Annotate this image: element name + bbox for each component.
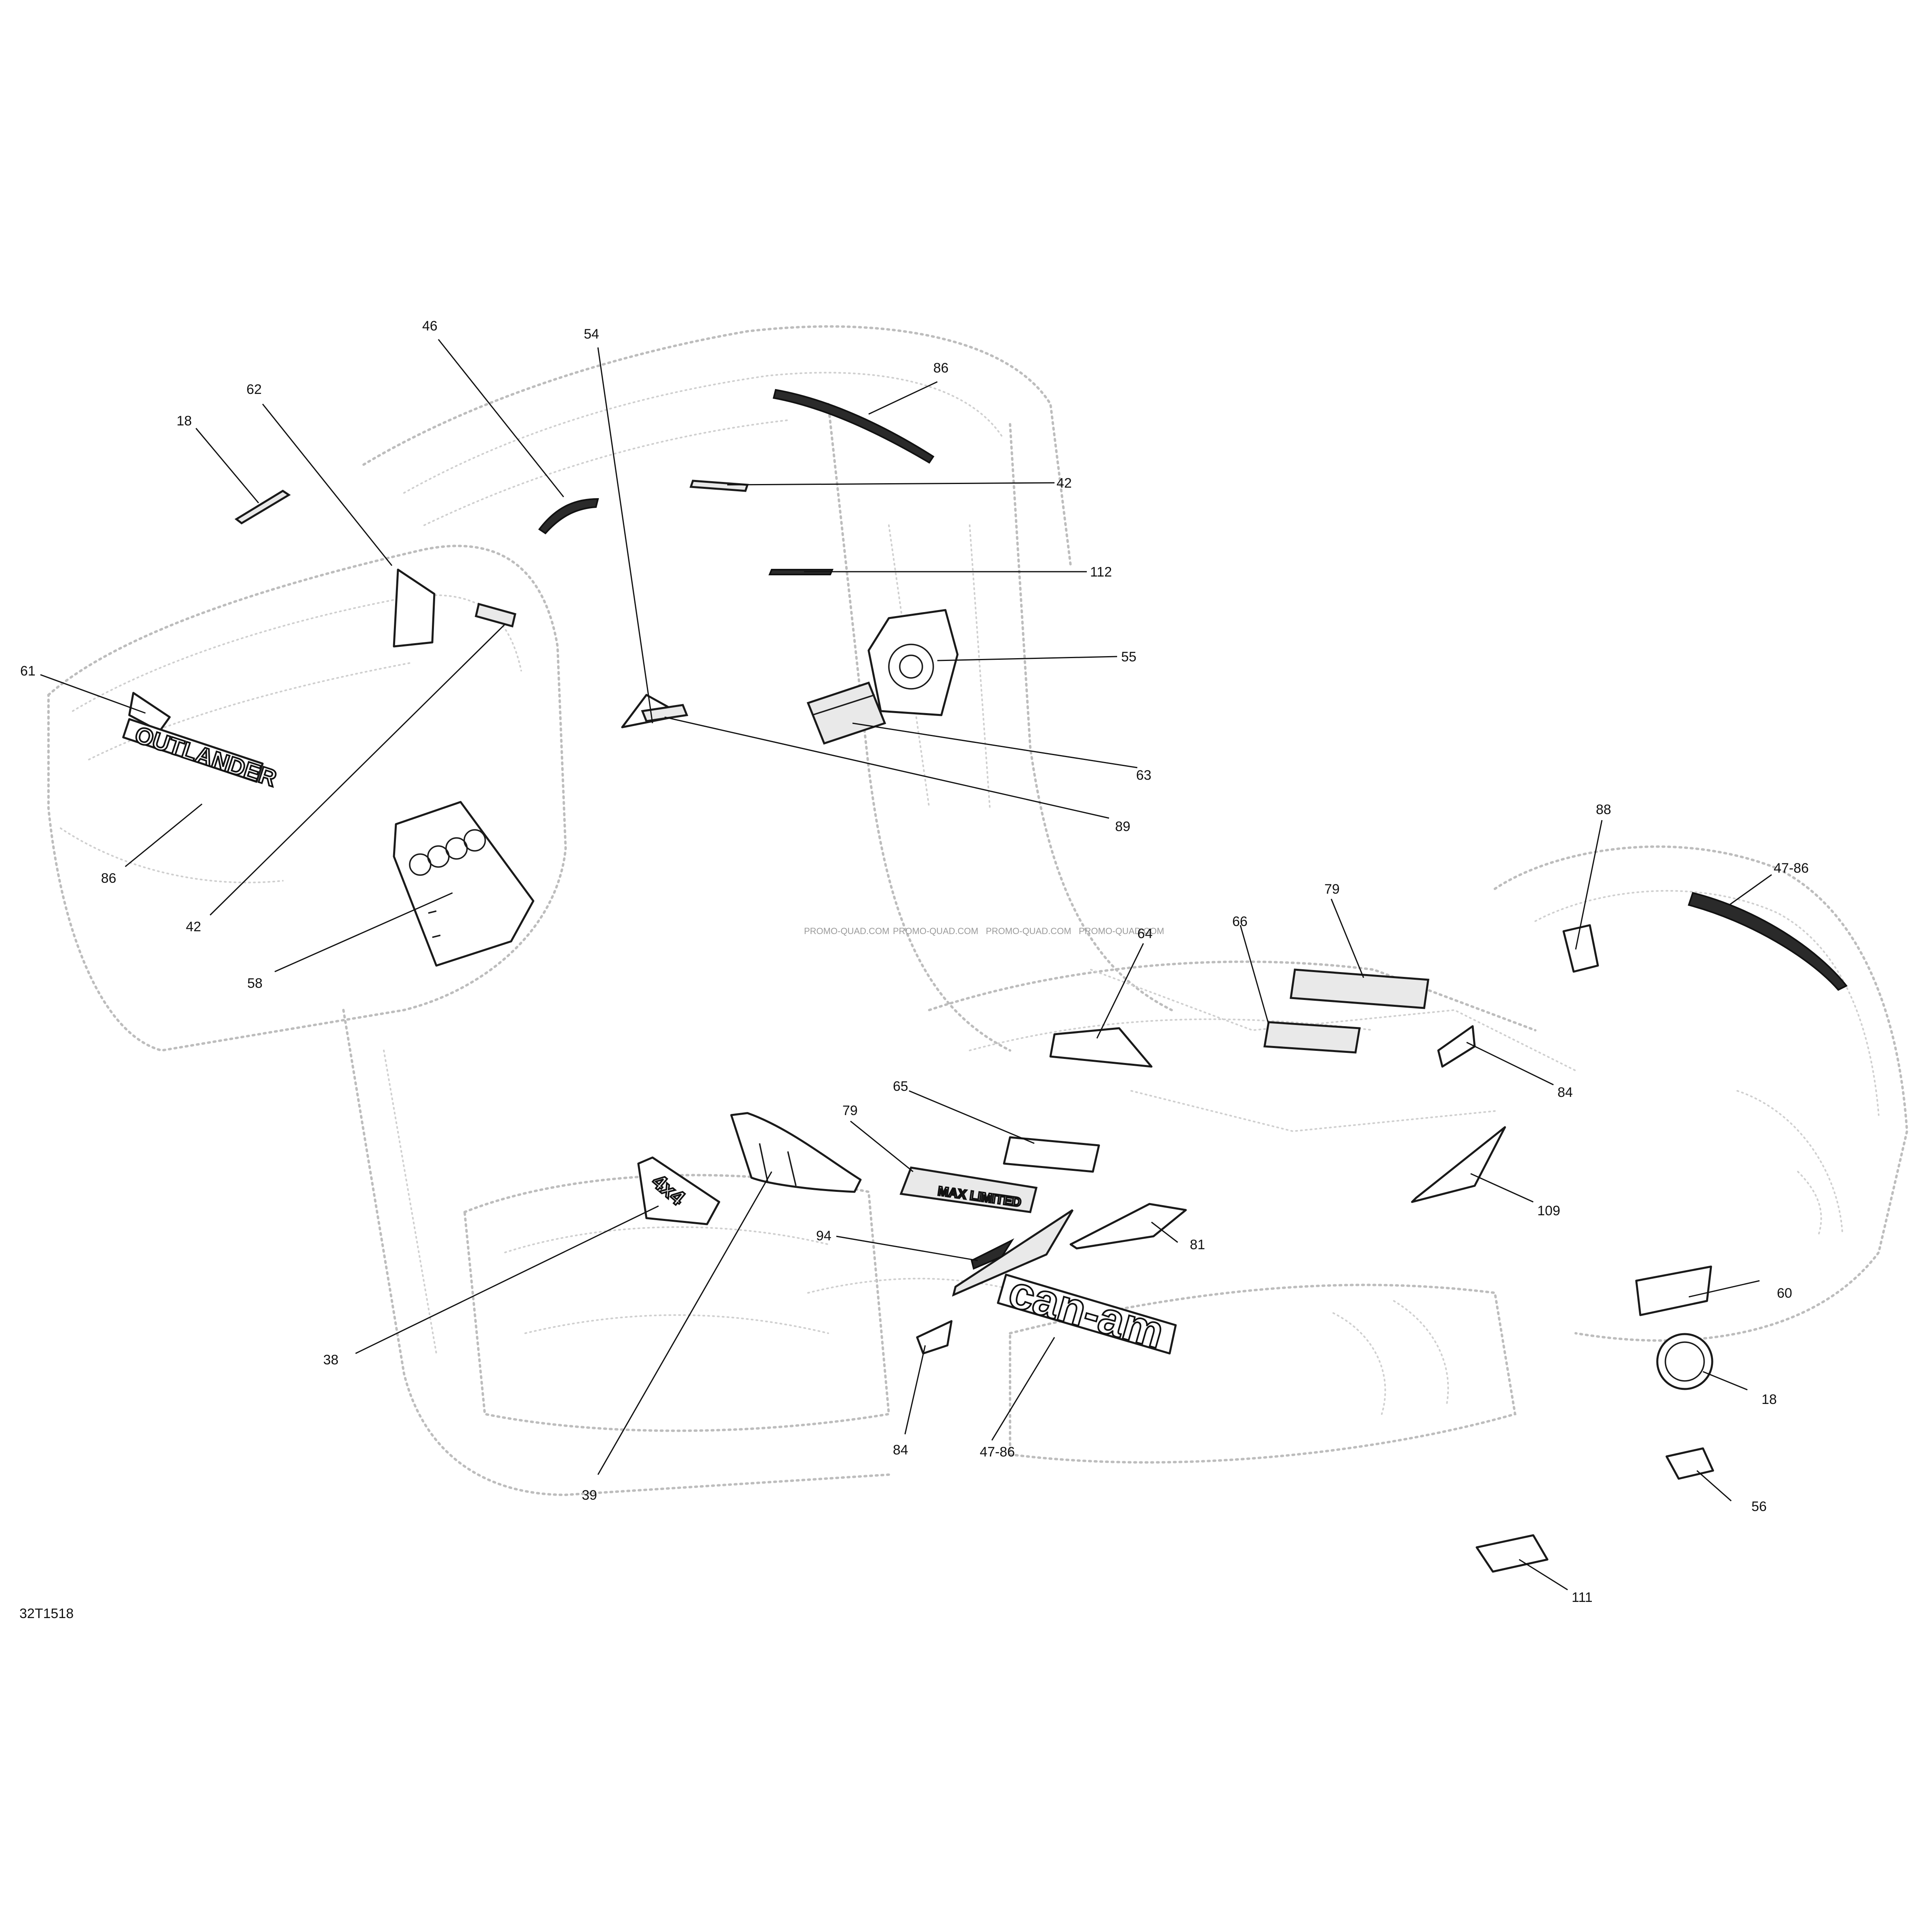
decal-86-outlander: OUTLANDER (122, 718, 280, 793)
decal-18-top (234, 490, 291, 525)
leader-lines (40, 339, 1772, 1591)
decal-84-right (1437, 1025, 1476, 1068)
decal-79-top (1290, 968, 1429, 1009)
callout-112: 112 (1090, 564, 1112, 580)
watermark-text-2: PROMO-QUAD.COM (893, 926, 978, 936)
decal-88 (1562, 924, 1599, 973)
can-am-logo-text: can-am (1003, 1266, 1169, 1358)
callout-58: 58 (247, 976, 263, 991)
decal-55-gauge-inner (899, 655, 923, 679)
decal-112 (768, 569, 833, 575)
figure-code: 32T1518 (19, 1606, 74, 1621)
callout-42-top: 42 (1057, 476, 1072, 491)
decal-86-top (772, 389, 934, 464)
callout-86-top: 86 (933, 360, 949, 376)
callout-56: 56 (1751, 1499, 1767, 1514)
outlander-logo-text: OUTLANDER (132, 722, 280, 792)
callout-38: 38 (323, 1352, 339, 1368)
callout-54: 54 (584, 326, 599, 342)
decal-94 (952, 1209, 1074, 1297)
callout-65: 65 (893, 1079, 908, 1094)
callout-94: 94 (816, 1228, 831, 1244)
decal-38-4x4: 4x4 (637, 1156, 720, 1225)
callout-86-left: 86 (101, 871, 116, 886)
callout-84-right: 84 (1557, 1085, 1573, 1100)
decal-39 (730, 1112, 862, 1193)
decal-46 (538, 498, 599, 535)
decal-63-line (812, 694, 875, 716)
decal-81 (1069, 1203, 1187, 1250)
decal-111 (1475, 1534, 1549, 1573)
callout-47-86-lower: 47-86 (980, 1444, 1015, 1460)
decal-65 (1003, 1136, 1100, 1173)
callout-46: 46 (422, 318, 438, 334)
watermark-text-3: PROMO-QUAD.COM (986, 926, 1071, 936)
callout-64: 64 (1137, 926, 1153, 941)
watermark-text-4: PROMO-QUAD.COM (1079, 926, 1164, 936)
decal-55-gauge-icon (888, 644, 934, 690)
decal-89 (641, 704, 688, 722)
callout-81: 81 (1190, 1237, 1205, 1252)
decal-79-max-limited: MAX LIMITED (899, 1166, 1038, 1213)
callout-89: 89 (1115, 819, 1130, 834)
decal-56 (1665, 1447, 1714, 1480)
callout-42-left: 42 (186, 919, 201, 934)
callout-109: 109 (1537, 1203, 1560, 1219)
decal-60 (1635, 1265, 1712, 1316)
callout-111: 111 (1572, 1590, 1593, 1605)
decals: OUTLANDER MAX LIMITED (122, 389, 1848, 1573)
decal-62 (393, 568, 436, 648)
decal-64 (1049, 1027, 1153, 1068)
callout-18-lower: 18 (1762, 1392, 1777, 1407)
callout-labels: 46 54 62 18 86 42 112 55 61 63 89 86 42 … (20, 318, 1809, 1605)
decal-94-mark (970, 1238, 1014, 1270)
decal-18-emblem-inner (1665, 1341, 1705, 1382)
callout-55: 55 (1121, 649, 1137, 665)
callout-60: 60 (1777, 1286, 1792, 1301)
decal-55 (867, 609, 959, 716)
decal-84-lower (916, 1320, 953, 1355)
callout-88: 88 (1596, 802, 1611, 817)
decal-47-86-can-am: can-am (997, 1265, 1177, 1359)
callout-79-top: 79 (1324, 882, 1340, 897)
decal-47-86-rear (1688, 892, 1848, 991)
vehicle-ghost-outline (47, 325, 1909, 1496)
callout-62: 62 (246, 382, 262, 397)
decal-42-left (475, 602, 516, 628)
decal-42-top (689, 480, 749, 492)
callout-18-top: 18 (177, 413, 192, 429)
callout-84-lower: 84 (893, 1442, 908, 1458)
callout-66: 66 (1232, 914, 1248, 929)
decal-58 (393, 801, 535, 967)
decal-109 (1411, 1126, 1506, 1203)
decal-39-lines (759, 1143, 797, 1186)
callout-39: 39 (582, 1488, 597, 1503)
callout-47-86-top: 47-86 (1774, 861, 1809, 876)
callout-61: 61 (20, 663, 36, 679)
decal-66 (1263, 1021, 1361, 1054)
watermark-text-1: PROMO-QUAD.COM (804, 926, 889, 936)
callout-63: 63 (1136, 768, 1151, 783)
watermark: PROMO-QUAD.COM PROMO-QUAD.COM PROMO-QUAD… (804, 926, 1164, 936)
callout-79-lower: 79 (842, 1103, 858, 1118)
